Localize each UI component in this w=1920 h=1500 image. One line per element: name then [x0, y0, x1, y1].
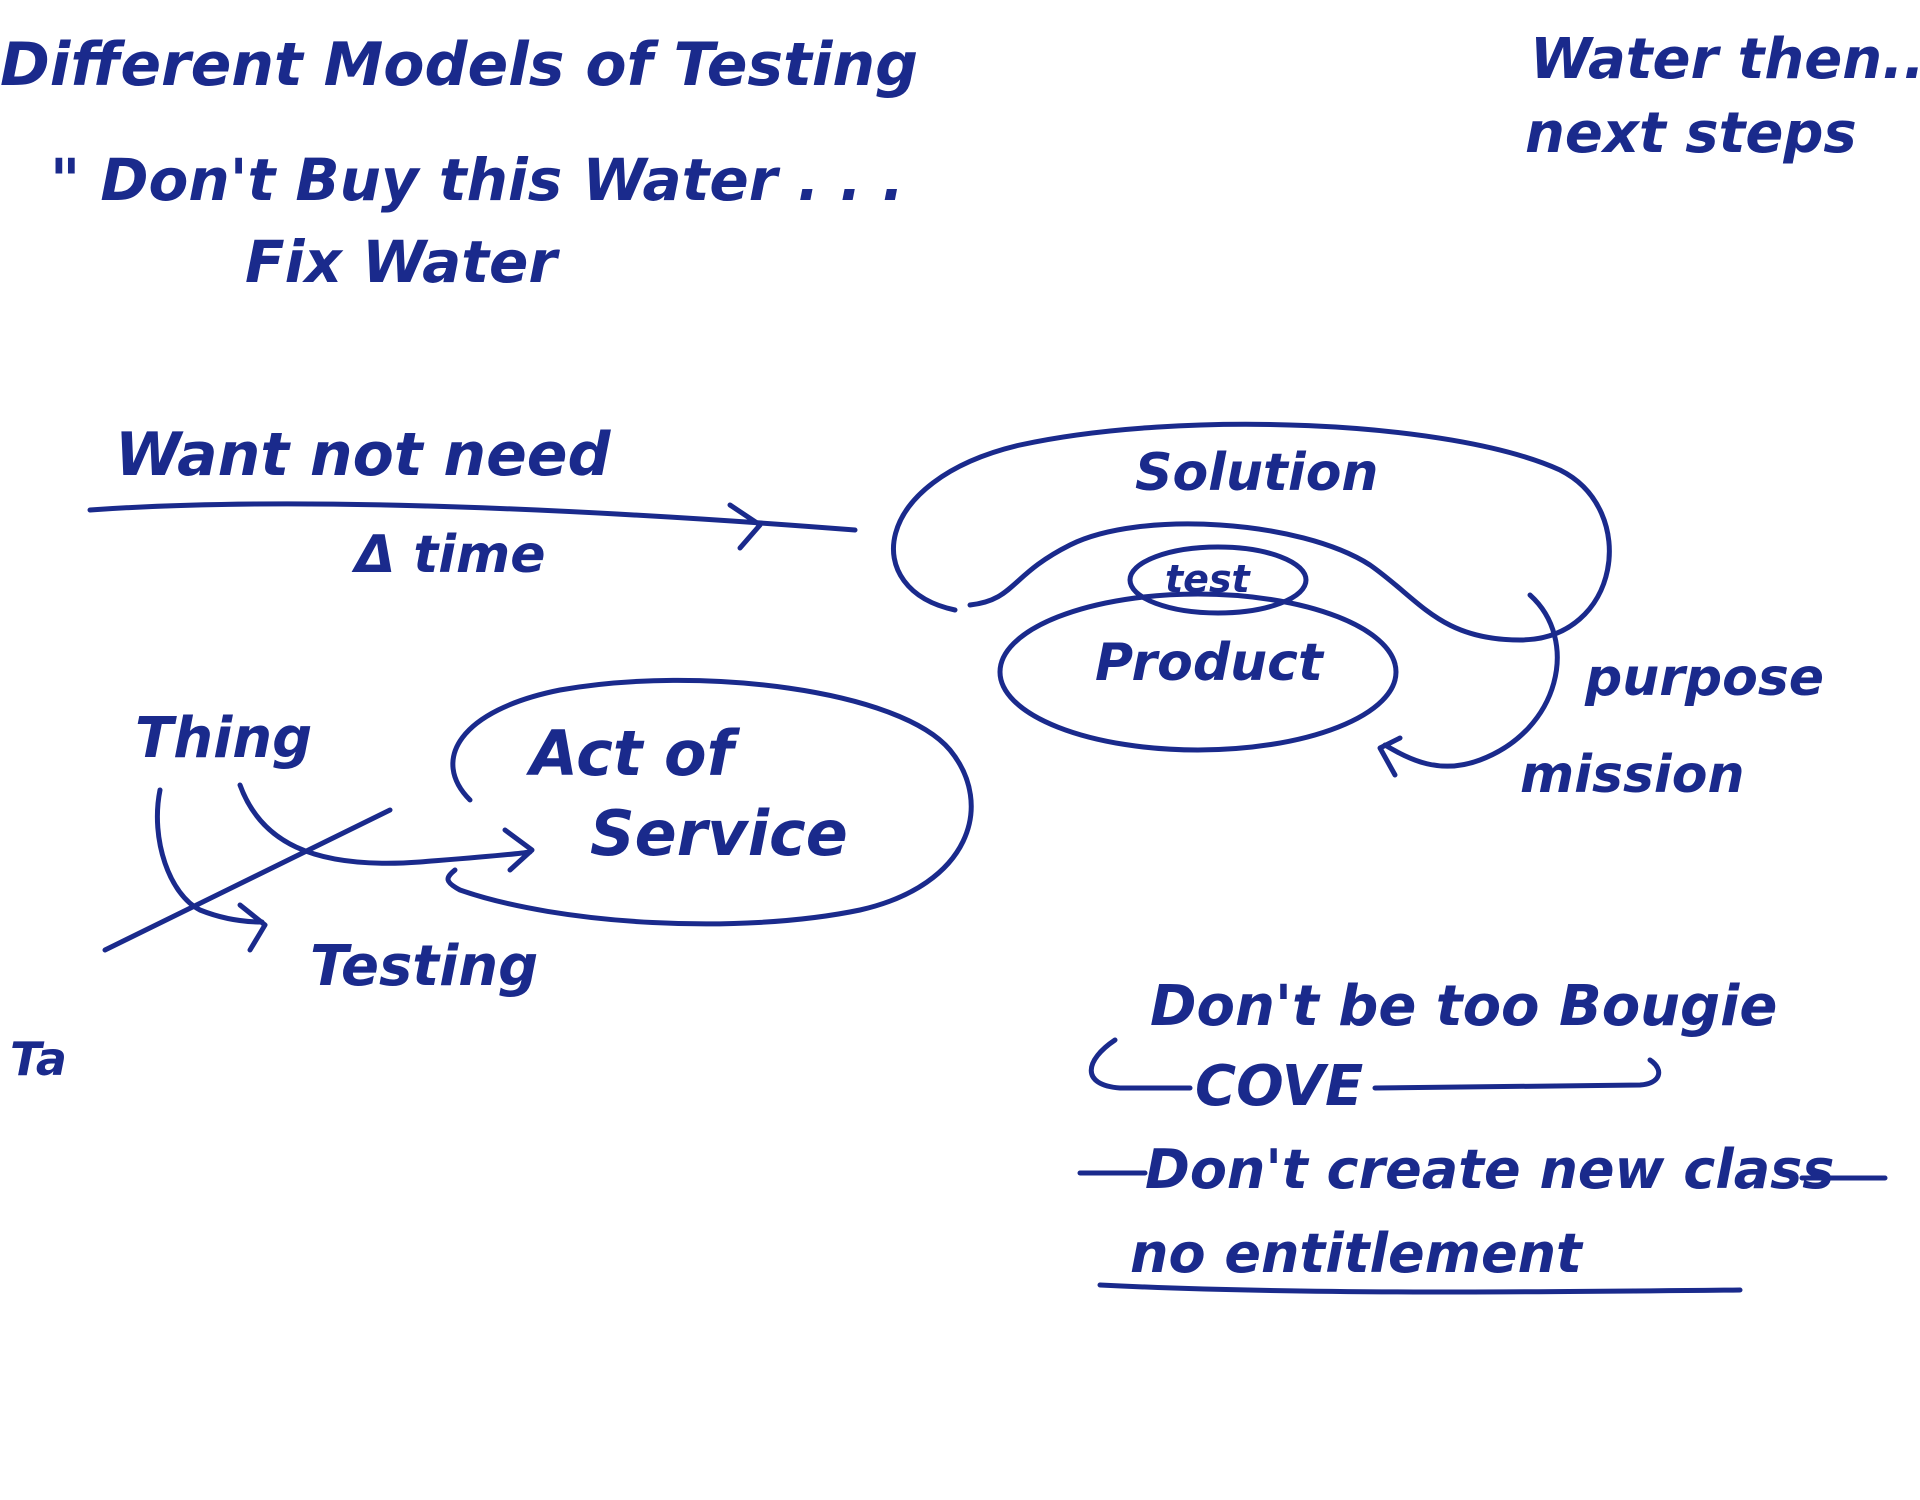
no-entitlement-text: no entitlement [1130, 1222, 1584, 1285]
want-not-need-text: Want not need [115, 420, 611, 490]
bottom-underline [1097, 1282, 1743, 1295]
cove-text: COVE [1195, 1054, 1363, 1119]
top-right-line-2: next steps [1525, 101, 1857, 166]
cove-right-bracket [1372, 1057, 1662, 1091]
top-right-line-1: Water then... [1530, 27, 1920, 92]
dont-create-new-class-text: Don't create new class [1145, 1138, 1834, 1201]
time-arrowhead [727, 502, 763, 551]
product-ellipse [997, 591, 1399, 753]
test-ellipse [1127, 544, 1309, 616]
quote-line-2: Fix Water [245, 228, 560, 296]
purpose-arrow [1382, 592, 1560, 769]
purpose-text: purpose [1584, 648, 1824, 708]
thing-to-service-arrowhead [502, 827, 535, 873]
time-line [87, 501, 858, 533]
act-of-service-loop [445, 677, 974, 927]
ta-text: Ta [10, 1032, 67, 1086]
delta-time-text: Δ time [351, 525, 545, 585]
quote-line-1: " Don't Buy this Water . . . [50, 146, 904, 214]
dont-be-too-bougie-text: Don't be too Bougie [1150, 974, 1777, 1039]
solution-ring [891, 421, 1612, 643]
product-text: Product [1095, 633, 1325, 693]
thing-to-testing-arrow [154, 787, 265, 925]
thing-to-testing-arrowhead [237, 902, 268, 953]
solution-text: Solution [1135, 443, 1378, 503]
purpose-arrowhead [1377, 735, 1403, 778]
act-of-text: Act of [525, 717, 741, 790]
title-text: Different Models of Testing [0, 30, 918, 100]
crossout-line [102, 807, 393, 953]
thing-to-service-arrow [237, 782, 533, 866]
thing-text: Thing [135, 706, 312, 771]
service-text: Service [590, 797, 848, 870]
cove-left-bracket [1088, 1037, 1193, 1091]
mission-text: mission [1520, 745, 1744, 805]
testing-text: Testing [310, 934, 538, 999]
